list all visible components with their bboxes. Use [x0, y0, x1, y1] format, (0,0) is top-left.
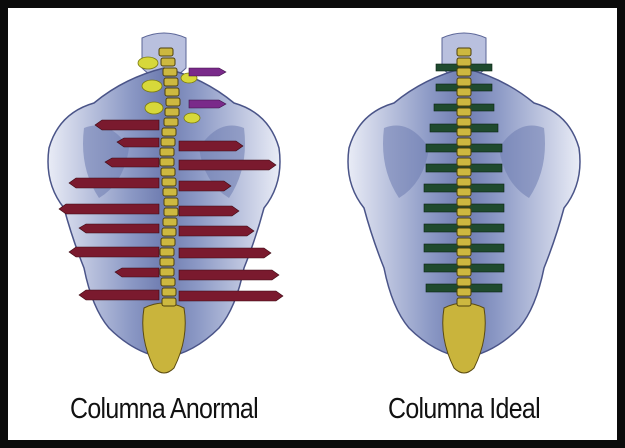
sacrum	[443, 303, 486, 373]
abnormal-spine-illustration	[14, 8, 314, 388]
caption-ideal-spine: Columna Ideal	[335, 393, 593, 426]
image-frame: Columna Anormal Columna Ideal	[8, 8, 617, 440]
ideal-spine-illustration	[314, 8, 614, 388]
sacrum	[143, 303, 186, 373]
ideal-spine-svg	[314, 8, 614, 388]
caption-abnormal-spine: Columna Anormal	[35, 393, 293, 426]
abnormal-spine-svg	[14, 8, 314, 388]
